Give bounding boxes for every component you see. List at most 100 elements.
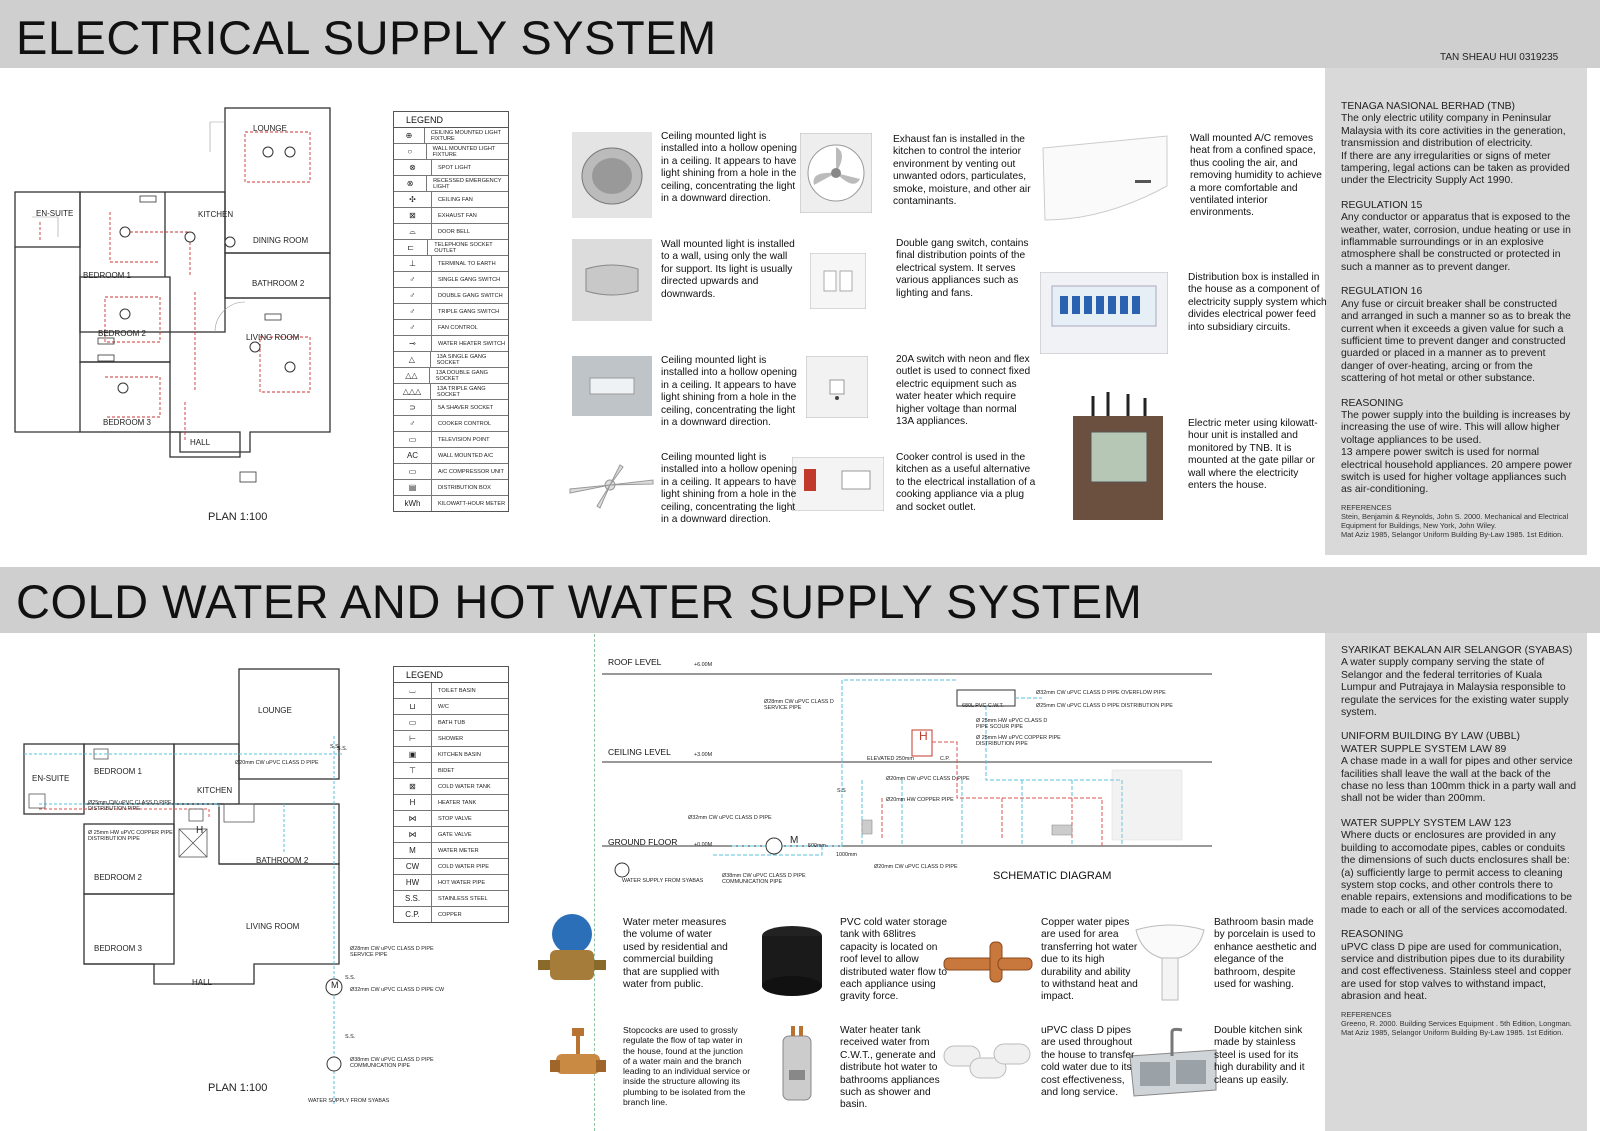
room-label-living-room: LIVING ROOM xyxy=(246,333,300,342)
level-roof: ROOF LEVEL xyxy=(608,657,662,667)
legend-symbol-icon: ♂ xyxy=(394,320,432,335)
legend-label: HEATER TANK xyxy=(438,799,477,806)
legend-label: SPOT LIGHT xyxy=(438,164,472,171)
plan-ss-1: S.S. xyxy=(345,975,356,981)
electrical-title: ELECTRICAL SUPPLY SYSTEM xyxy=(16,11,717,64)
legend-symbol-icon: △△ xyxy=(394,368,430,383)
legend-label: TOILET BASIN xyxy=(438,687,476,694)
legend-symbol-icon: ⊏ xyxy=(394,240,429,255)
water-references: REFERENCES Greeno, R. 2000. Building Ser… xyxy=(1341,1009,1572,1037)
electrical-legend: LEGEND ⊕CEILING MOUNTED LIGHT FIXTURE○WA… xyxy=(393,111,509,512)
note-heading: TENAGA NASIONAL BERHAD (TNB) xyxy=(1341,101,1515,112)
note-body: The only electric utility company in Pen… xyxy=(1341,113,1570,187)
wall-light-icon xyxy=(572,239,652,321)
note-heading: REGULATION 15 xyxy=(1341,199,1423,211)
legend-symbol-icon: ♂ xyxy=(394,272,432,287)
stopcock-icon xyxy=(550,1028,606,1074)
legend-symbol-icon: ⊸ xyxy=(394,336,432,351)
schematic-scour-label: Ø 25mm HW uPVC CLASS D PIPE SCOUR PIPE xyxy=(976,718,1048,731)
plan-pipe-label-hw25: Ø 25mm HW uPVC COPPER PIPE DISTRIBUTION … xyxy=(88,830,173,843)
legend-row: ⊕CEILING MOUNTED LIGHT FIXTURE xyxy=(394,128,508,144)
legend-label: COPPER xyxy=(438,911,462,918)
desc-stopcock: Stopcocks are used to grossly regulate t… xyxy=(623,1025,751,1108)
legend-label: WATER HEATER SWITCH xyxy=(438,340,506,347)
note-heading: SYARIKAT BEKALAN AIR SELANGOR (SYABAS) xyxy=(1341,645,1573,656)
electrical-notes-panel xyxy=(1325,68,1587,555)
legend-row: ⌴TOILET BASIN xyxy=(394,683,508,699)
desc-electric-meter: Electric meter using kilowatt-hour unit … xyxy=(1188,418,1318,492)
legend-symbol-icon: ⊗ xyxy=(394,160,432,175)
legend-symbol-icon: ⊢ xyxy=(394,731,432,746)
plan-heater-label: H xyxy=(196,825,204,836)
legend-symbol-icon: kWh xyxy=(394,496,432,511)
desc-exhaust-fan: Exhaust fan is installed in the kitchen … xyxy=(893,134,1031,208)
room-label-bedroom-3-w: BEDROOM 3 xyxy=(94,944,143,953)
schematic-1000-label: 1000mm xyxy=(836,852,857,858)
room-label-bedroom-1-w: BEDROOM 1 xyxy=(94,767,143,776)
plan-ss-2: S.S. xyxy=(345,1034,356,1040)
legend-symbol-icon: ⋈ xyxy=(394,811,432,826)
legend-row: ▣KITCHEN BASIN xyxy=(394,747,508,763)
ceiling-fan-icon xyxy=(569,464,654,509)
note-body: A chase made in a wall for pipes and oth… xyxy=(1341,756,1577,805)
legend-row: ♂DOUBLE GANG SWITCH xyxy=(394,288,508,304)
note-body: Any fuse or circuit breaker shall be con… xyxy=(1341,298,1571,385)
legend-symbol-icon: △△△ xyxy=(394,384,431,399)
legend-row: S.S.STAINLESS STEEL xyxy=(394,891,508,907)
legend-row: ⊤BIDET xyxy=(394,763,508,779)
room-label-lounge: LOUNGE xyxy=(253,124,287,133)
legend-row: ⊏ TELEPHONE SOCKET OUTLET xyxy=(394,240,508,256)
legend-symbol-icon: ⊕ xyxy=(394,128,425,143)
legend-symbol-icon: ⊤ xyxy=(394,763,432,778)
level-ground-value: +0.00M xyxy=(694,842,713,848)
desc-ceiling-light: Ceiling mounted light is installed into … xyxy=(661,131,797,205)
legend-label: 13A TRIPLE GANG SOCKET xyxy=(436,385,486,398)
electrical-notes: TENAGA NASIONAL BERHAD (TNB)The only ele… xyxy=(1341,101,1577,539)
legend-symbol-icon: HW xyxy=(394,875,432,890)
legend-symbol-icon: ○ xyxy=(394,144,427,159)
legend-label: RECESSED EMERGENCY LIGHT xyxy=(433,177,502,190)
legend-symbol-icon: ⊠ xyxy=(394,208,432,223)
legend-symbol-icon: ⊠ xyxy=(394,779,432,794)
legend-label: TERMINAL TO EARTH xyxy=(438,260,496,267)
legend-symbol-icon: ▣ xyxy=(394,747,432,762)
legend-label: 13A DOUBLE GANG SOCKET xyxy=(435,369,489,382)
note-syabas: SYARIKAT BEKALAN AIR SELANGOR (SYABAS)A … xyxy=(1341,645,1577,719)
legend-row: ⌓DOOR BELL xyxy=(394,224,508,240)
exhaust-fan-icon xyxy=(800,133,872,213)
schematic-ss-label: S.S xyxy=(837,788,846,794)
legend-label: EXHAUST FAN xyxy=(438,212,477,219)
desc-water-meter: Water meter measures the volume of water… xyxy=(623,917,728,991)
legend-label: TELEPHONE SOCKET OUTLET xyxy=(434,241,493,254)
plan-pipe-label-ss: S.S. xyxy=(330,744,341,750)
legend-label: SINGLE GANG SWITCH xyxy=(438,276,501,283)
legend-label: COOKER CONTROL xyxy=(438,420,492,427)
distribution-box-icon xyxy=(1040,272,1168,354)
legend-row: △13A SINGLE GANG SOCKET xyxy=(394,352,508,368)
note-heading: REASONING xyxy=(1341,397,1404,409)
legend-label: TRIPLE GANG SWITCH xyxy=(438,308,500,315)
legend-symbol-icon: ⊗ xyxy=(394,176,428,191)
room-label-bathroom-2-w: BATHROOM 2 xyxy=(256,856,309,865)
note-heading: WATER SUPPLY SYSTEM LAW 123 xyxy=(1341,817,1512,829)
level-roof-value: +6.00M xyxy=(694,662,713,668)
schematic-service-label: Ø28mm CW uPVC CLASS D SERVICE PIPE xyxy=(764,699,834,712)
water-legend: LEGEND ⌴TOILET BASIN⊔W/C▭BATH TUB⊢SHOWER… xyxy=(393,666,509,923)
legend-row: ⊗ SPOT LIGHT xyxy=(394,160,508,176)
room-label-en-suite: EN-SUITE xyxy=(36,209,74,218)
note-body: uPVC class D pipe are used for communica… xyxy=(1341,941,1572,1003)
legend-label: WALL MOUNTED LIGHT FIXTURE xyxy=(432,145,496,158)
legend-row: ⋈GATE VALVE xyxy=(394,827,508,843)
legend-label: 5A SHAVER SOCKET xyxy=(438,404,494,411)
plan-pipe-label-cw20: Ø20mm CW uPVC CLASS D PIPE xyxy=(235,760,319,766)
water-tank-icon xyxy=(762,926,822,996)
legend-label: GATE VALVE xyxy=(438,831,472,838)
legend-label: CEILING FAN xyxy=(438,196,473,203)
legend-row: ⊸ WATER HEATER SWITCH xyxy=(394,336,508,352)
schematic-meter-label: M xyxy=(790,835,799,846)
